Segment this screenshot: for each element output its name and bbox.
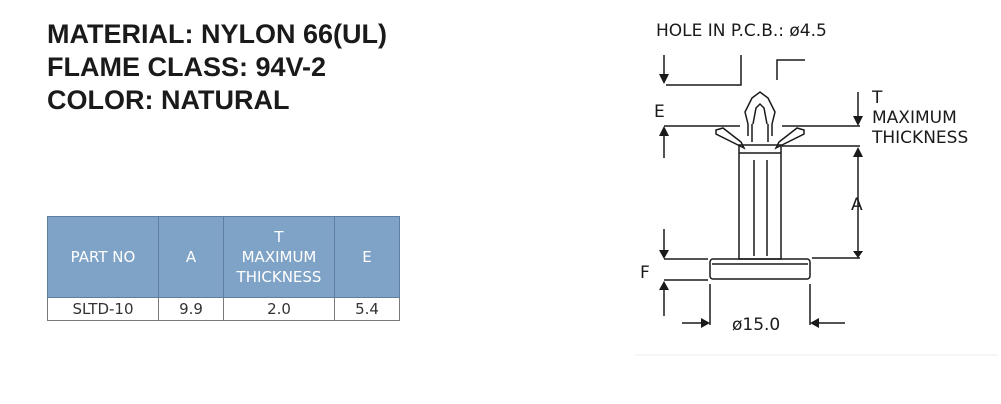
table-row: SLTD-10 9.9 2.0 5.4 <box>47 297 400 321</box>
base <box>709 258 811 280</box>
header-e: E <box>334 216 400 298</box>
hole-label: HOLE IN P.C.B.: ø4.5 <box>656 21 827 41</box>
clip-head <box>744 91 776 125</box>
cell-t: 2.0 <box>223 297 335 321</box>
color-spec: COLOR: NATURAL <box>47 85 290 115</box>
t-maximum-label: MAXIMUM <box>872 108 957 128</box>
a-label: A <box>851 195 863 215</box>
spec-block: MATERIAL: NYLON 66(UL) FLAME CLASS: 94V-… <box>47 18 387 117</box>
hole-left-arrow <box>666 55 742 86</box>
material-spec: MATERIAL: NYLON 66(UL) <box>47 19 387 49</box>
header-t-maximum-thickness: T MAXIMUM THICKNESS <box>223 216 335 298</box>
hole-right-arrow <box>776 59 805 80</box>
shaft <box>738 144 782 260</box>
t-label: T <box>871 88 883 108</box>
t-thickness-label: THICKNESS <box>871 128 968 148</box>
header-t-line1: T <box>274 228 284 246</box>
base-diameter-label: ø15.0 <box>732 315 780 335</box>
cell-e: 5.4 <box>334 297 400 321</box>
table-header-row: PART NO A T MAXIMUM THICKNESS E <box>47 216 400 298</box>
flame-class-spec: FLAME CLASS: 94V-2 <box>47 52 327 82</box>
e-label: E <box>654 102 665 122</box>
part-table: PART NO A T MAXIMUM THICKNESS E SLTD-10 … <box>47 216 400 321</box>
header-t-line3: THICKNESS <box>236 268 322 286</box>
cell-a: 9.9 <box>158 297 224 321</box>
f-label: F <box>640 263 650 283</box>
header-t-line2: MAXIMUM <box>241 248 317 266</box>
